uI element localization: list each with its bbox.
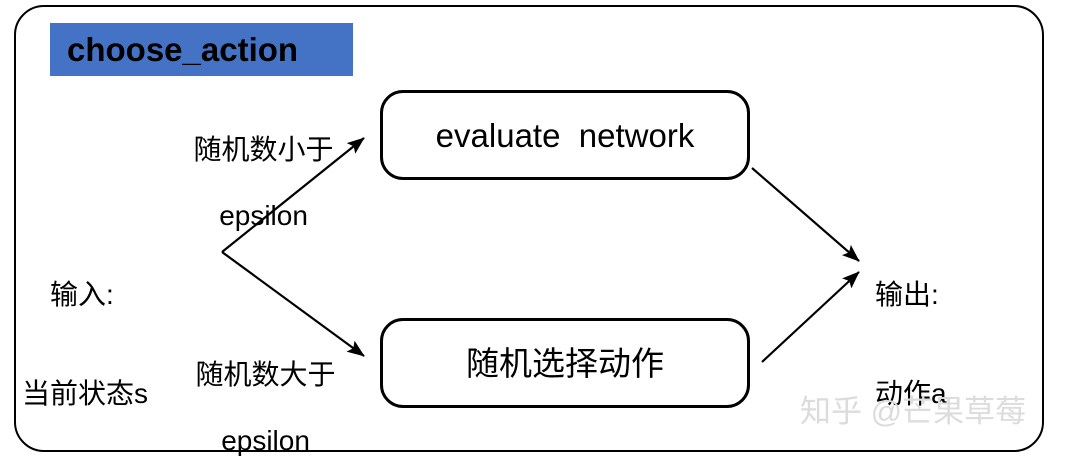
edge-label-top-line2: epsilon [219, 200, 308, 232]
output-node-label: 输出: 动作a [875, 212, 1045, 463]
input-node-label: 输入: 当前状态s [22, 212, 227, 463]
edge-label-top-line1: 随机数小于 [193, 134, 334, 166]
edge-label-bottom: 随机数大于 epsilon [150, 325, 350, 463]
input-node-line1: 输入: [50, 279, 114, 311]
edge-label-bottom-line2: epsilon [221, 425, 310, 457]
outer-frame-border [14, 5, 1044, 452]
edge-label-top: 随机数小于 epsilon [148, 100, 348, 265]
edge-label-bottom-line1: 随机数大于 [195, 359, 336, 391]
process-box-random-action: 随机选择动作 [380, 318, 750, 408]
zhihu-watermark: 知乎 @芒果草莓 [800, 394, 1027, 429]
process-box-random-action-label: 随机选择动作 [466, 344, 664, 382]
output-node-line1: 输出: [875, 279, 939, 311]
title-badge-label: choose_action [67, 31, 299, 68]
process-box-evaluate-network: evaluate network [380, 90, 750, 180]
title-badge: choose_action [50, 23, 353, 76]
process-box-evaluate-network-label: evaluate network [435, 116, 695, 154]
output-node-line2: 动作a [875, 378, 947, 410]
input-node-line2: 当前状态s [22, 378, 149, 410]
